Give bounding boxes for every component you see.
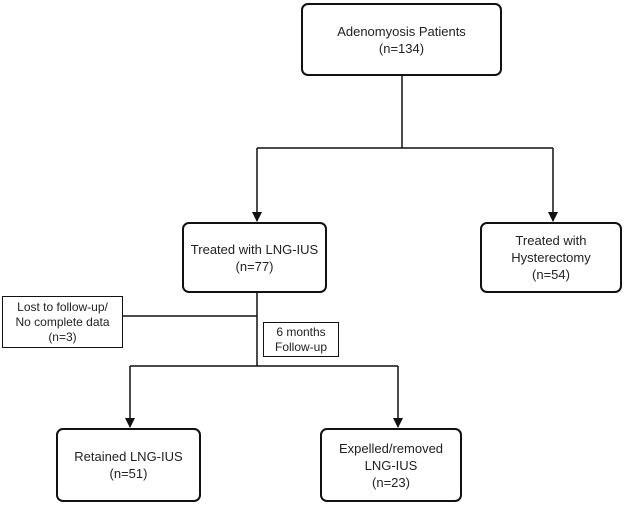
adenomyosis-patients-count: (n=134) xyxy=(378,40,425,56)
hysterectomy-label-line1: Treated with xyxy=(515,233,587,248)
retained-count: (n=51) xyxy=(109,466,148,481)
lost-label-line2: No complete data xyxy=(15,314,110,329)
hysterectomy-treatment-box: Treated with Hysterectomy (n=54) xyxy=(480,222,622,293)
follow-up-line2: Follow-up xyxy=(274,339,328,354)
lng-ius-treatment-count: (n=77) xyxy=(235,258,274,274)
retained-lng-ius-box: Retained LNG-IUS (n=51) xyxy=(56,428,201,502)
lng-ius-treatment-label: Treated with LNG-IUS xyxy=(190,241,319,257)
expelled-label-line2: LNG-IUS xyxy=(364,457,418,473)
lng-ius-treatment-box: Treated with LNG-IUS (n=77) xyxy=(182,222,327,293)
lost-count: (n=3) xyxy=(48,329,77,344)
lost-to-follow-up-box: Lost to follow-up/ No complete data (n=3… xyxy=(2,296,123,348)
follow-up-line1: 6 months xyxy=(276,324,326,339)
hysterectomy-count: (n=54) xyxy=(532,267,570,282)
follow-up-period-box: 6 months Follow-up xyxy=(263,322,339,357)
retained-label: Retained LNG-IUS xyxy=(74,449,183,464)
expelled-label-line1: Expelled/removed xyxy=(338,440,444,456)
adenomyosis-patients-label: Adenomyosis Patients xyxy=(337,23,466,39)
adenomyosis-patients-box: Adenomyosis Patients (n=134) xyxy=(301,3,502,76)
expelled-removed-box: Expelled/removed LNG-IUS (n=23) xyxy=(320,428,462,502)
expelled-count: (n=23) xyxy=(372,474,410,490)
hysterectomy-label-line2: Hysterectomy xyxy=(511,250,591,265)
lost-label-line1: Lost to follow-up/ xyxy=(17,299,108,314)
